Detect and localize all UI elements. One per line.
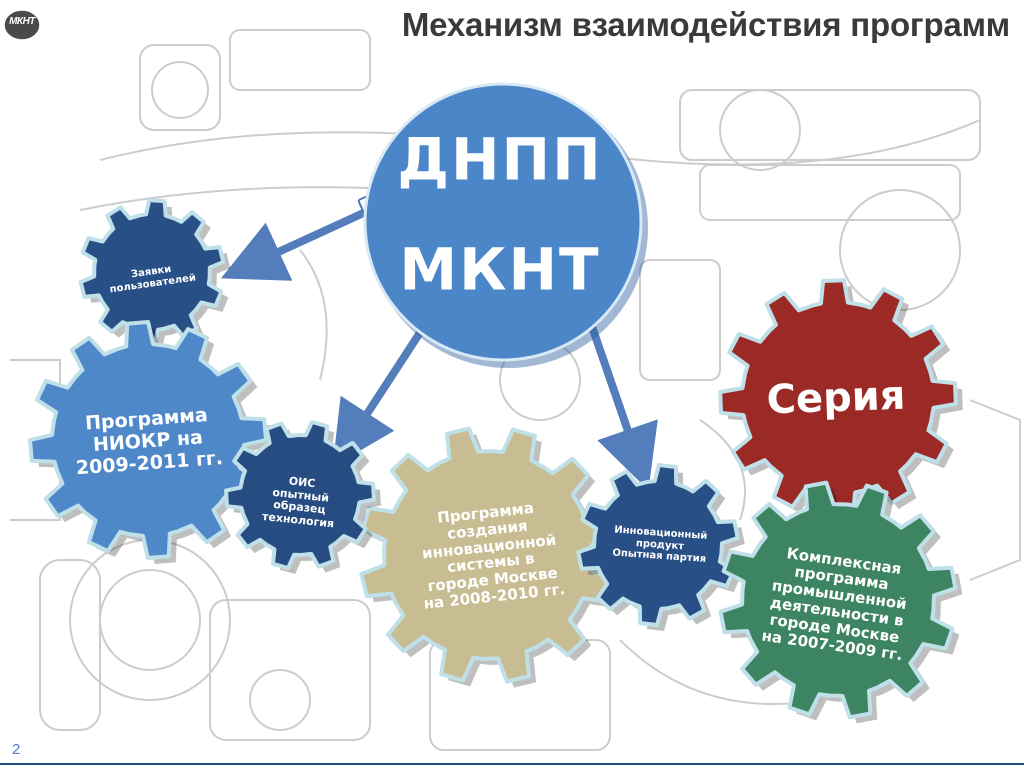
hub-circle: [363, 82, 643, 362]
gear-innovation-system: [359, 426, 617, 684]
arrow-to-requests: [220, 206, 374, 281]
slide-number: 2: [12, 741, 21, 758]
mknt-logo: [3, 9, 41, 41]
gear-label-product: Инновационный продукт Опытная партия: [612, 524, 708, 565]
logo-text: МКНТ: [9, 16, 35, 27]
hub-title-line1: ДНПП: [397, 125, 603, 194]
gear-label-series: Серия: [765, 372, 907, 424]
arrow-to-product: [584, 311, 658, 491]
gear-requests: [78, 198, 226, 346]
gear-industry: [718, 480, 958, 720]
gear-product: [576, 463, 740, 627]
gear-ois: [224, 420, 376, 570]
gear-label-innovation-system: Программа создания инновационной системы…: [421, 498, 566, 613]
page-title: Механизм взаимодействия программ: [401, 6, 1010, 43]
gear-label-industry: Комплексная программа промышленной деяте…: [760, 544, 908, 665]
gear-label-niokr: Программа НИОКР на 2009-2011 гг.: [75, 404, 224, 479]
gear-niokr: [28, 320, 268, 560]
gear-label-ois: ОИС опытный образец технология: [261, 474, 335, 531]
hub-title-line2: МКНТ: [399, 235, 601, 304]
footer-divider: [0, 763, 1024, 765]
